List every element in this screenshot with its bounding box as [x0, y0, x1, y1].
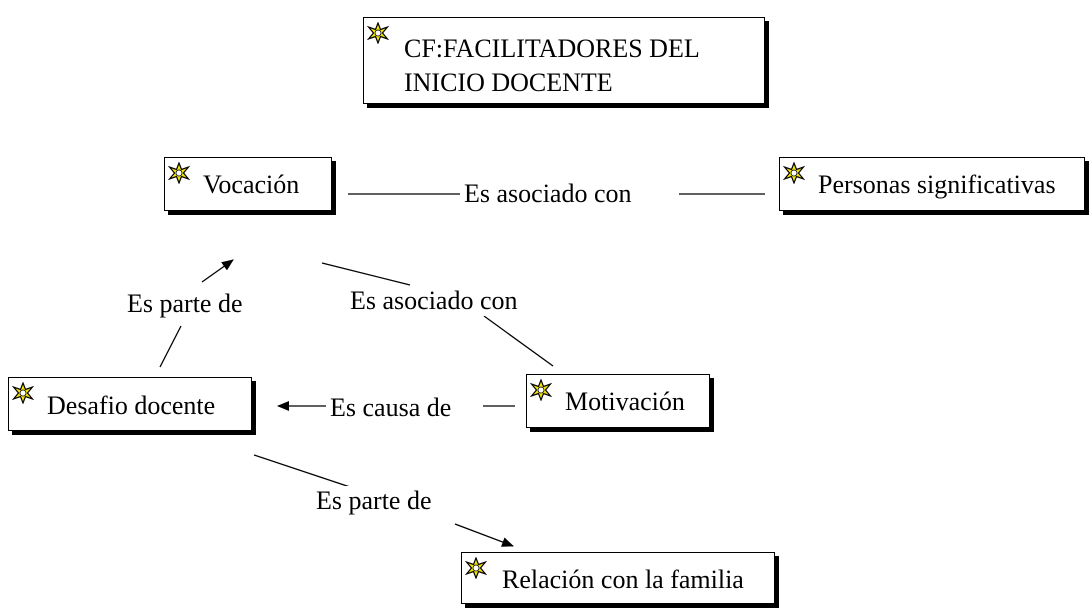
- node-motivacion[interactable]: Motivación: [526, 374, 710, 428]
- node-relacion-familia[interactable]: Relación con la familia: [461, 552, 775, 604]
- edge-label-vocacion-personas: Es asociado con: [462, 179, 634, 209]
- edge-line-desafio-familia-upper: [253, 454, 351, 488]
- node-vocacion-label: Vocación: [203, 170, 300, 199]
- edge-label-vocacion-motivacion: Es asociado con: [348, 286, 520, 316]
- node-personas-significativas[interactable]: Personas significativas: [779, 157, 1085, 211]
- title-node-label: CF:FACILITADORES DEL INICIO DOCENTE: [404, 34, 699, 97]
- star-burst-icon: [366, 21, 390, 45]
- edge-line-vocacion-motivacion-upper: [321, 262, 411, 286]
- node-familia-label: Relación con la familia: [502, 565, 744, 594]
- edge-line-desafio-vocacion-upper: [201, 259, 234, 283]
- node-personas-label: Personas significativas: [818, 170, 1056, 199]
- node-vocacion[interactable]: Vocación: [164, 157, 332, 211]
- edge-label-desafio-familia: Es parte de: [314, 486, 434, 516]
- edge-line-vocacion-motivacion-lower: [483, 315, 554, 367]
- node-desafio-docente[interactable]: Desafio docente: [8, 377, 252, 431]
- edge-line-desafio-vocacion-lower: [159, 325, 182, 368]
- star-burst-icon: [782, 161, 806, 185]
- edge-label-motivacion-desafio: Es causa de: [328, 393, 454, 423]
- star-burst-icon: [464, 556, 488, 580]
- star-burst-icon: [11, 381, 35, 405]
- node-desafio-label: Desafio docente: [47, 391, 216, 420]
- edge-line-desafio-familia-lower: [454, 523, 514, 547]
- star-burst-icon: [167, 161, 191, 185]
- node-motivacion-label: Motivación: [565, 387, 685, 416]
- edge-label-desafio-vocacion: Es parte de: [125, 289, 245, 319]
- title-node[interactable]: CF:FACILITADORES DEL INICIO DOCENTE: [363, 17, 765, 104]
- star-burst-icon: [529, 378, 553, 402]
